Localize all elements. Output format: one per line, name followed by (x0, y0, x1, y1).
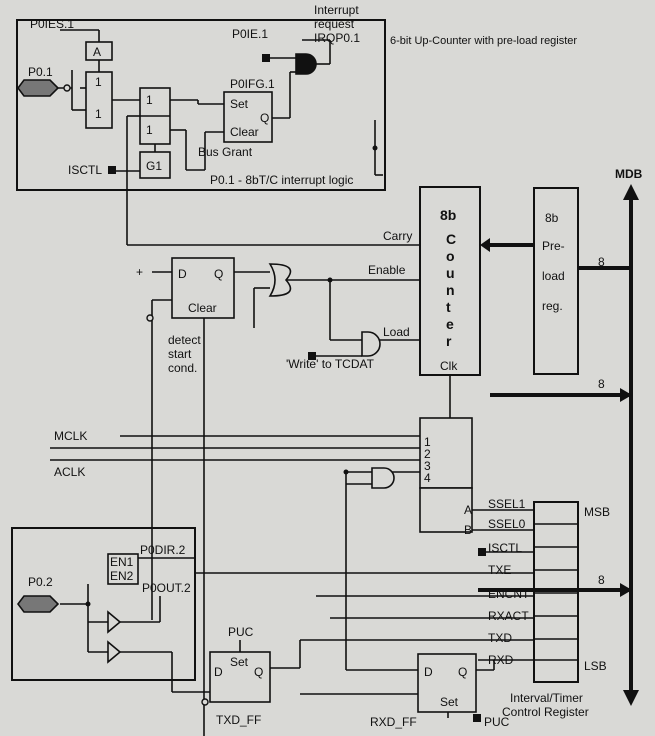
label-txd-set: Set (230, 655, 249, 669)
label-detect-1: detect (168, 333, 201, 347)
label-write-to: 'Write' to TCDAT (286, 357, 375, 371)
txd-bubble (201, 698, 209, 706)
label-rxd: RXD (488, 653, 514, 667)
label-carry: Carry (383, 229, 412, 243)
p01-pad (17, 79, 60, 97)
label-mclk: MCLK (54, 429, 87, 443)
p01-bubble (63, 84, 71, 92)
bus-arrows (480, 184, 639, 706)
label-preload-3: load (542, 269, 565, 283)
label-g1: G1 (146, 159, 162, 173)
p02-pad (17, 595, 60, 613)
label-ctrl-title-1: Interval/Timer (510, 691, 583, 705)
label-counter-o: o (446, 248, 455, 264)
label-bus8-c: 8 (598, 573, 605, 587)
terminals (85, 54, 486, 722)
label-detect-2: start (168, 347, 192, 361)
label-mux-a: A (93, 45, 101, 59)
label-counter-e: e (446, 316, 454, 332)
label-detect-3: cond. (168, 361, 197, 375)
labels: P0IES.1 A P0.1 P0IE.1 Interrupt request … (28, 3, 643, 729)
label-counter-8b: 8b (440, 207, 456, 223)
label-p0ies1: P0IES.1 (30, 17, 74, 31)
label-sel-b: B (464, 523, 472, 537)
label-p0ifg1: P0IFG.1 (230, 77, 275, 91)
label-counter-c: C (446, 231, 456, 247)
label-ff-clear: Clear (188, 301, 217, 315)
label-mux-in-1: 1 (424, 435, 431, 449)
label-rxd-set: Set (440, 695, 459, 709)
label-bus-grant: Bus Grant (198, 145, 253, 159)
label-p0out2: P0OUT.2 (142, 581, 191, 595)
label-counter-r: r (446, 333, 452, 349)
label-sel-a: A (464, 503, 472, 517)
label-p0ie1: P0IE.1 (232, 27, 268, 41)
start-bubble (146, 314, 154, 322)
bg-text-1: 6-bit Up-Counter with pre-load register (390, 35, 577, 47)
label-txd-ff: TXD_FF (216, 713, 261, 727)
label-mux-in-3: 3 (424, 459, 431, 473)
label-rxd-d: D (424, 665, 433, 679)
label-counter-n: n (446, 282, 455, 298)
label-lsb: LSB (584, 659, 607, 673)
label-load: Load (383, 325, 410, 339)
label-ssel1: SSEL1 (488, 497, 526, 511)
label-ssel0: SSEL0 (488, 517, 526, 531)
label-clk: Clk (440, 359, 458, 373)
label-p01: P0.1 (28, 65, 53, 79)
background-text: 6-bit Up-Counter with pre-load register (390, 35, 577, 47)
label-mdb: MDB (615, 167, 643, 181)
port-frame (11, 527, 196, 681)
interrupt-logic-frame (16, 19, 386, 191)
label-encnt: ENCNT (488, 587, 530, 601)
label-one-d: 1 (146, 123, 153, 137)
label-puc-top: PUC (228, 625, 254, 639)
label-p0dir2: P0DIR.2 (140, 543, 186, 557)
label-preload-4: reg. (542, 299, 563, 313)
label-puc-bottom: PUC (484, 715, 510, 729)
label-preload-1: 8b (545, 211, 559, 225)
label-txe: TXE (488, 563, 511, 577)
label-rxd-q: Q (458, 665, 467, 679)
label-aclk: ACLK (54, 465, 85, 479)
label-one-c: 1 (146, 93, 153, 107)
label-counter-t: t (446, 299, 451, 315)
label-en1: EN1 (110, 555, 134, 569)
label-p01-logic: P0.1 - 8bT/C interrupt logic (210, 173, 353, 187)
label-isctl-top: ISCTL (68, 163, 102, 177)
label-mux-in-4: 4 (424, 471, 431, 485)
label-en2: EN2 (110, 569, 134, 583)
label-bus8-a: 8 (598, 255, 605, 269)
label-plus: + (136, 265, 143, 279)
label-ff-d: D (178, 267, 187, 281)
label-ctrl-title-2: Control Register (502, 705, 589, 719)
label-txd-d: D (214, 665, 223, 679)
label-one-a: 1 (95, 75, 102, 89)
label-isctl: ISCTL (488, 541, 522, 555)
label-q-top: Q (260, 111, 269, 125)
label-set-top: Set (230, 97, 249, 111)
label-one-b: 1 (95, 107, 102, 121)
label-p02: P0.2 (28, 575, 53, 589)
label-txd-q: Q (254, 665, 263, 679)
label-rxact: RXACT (488, 609, 529, 623)
label-clear-top: Clear (230, 125, 259, 139)
label-irq2: request (314, 17, 355, 31)
label-rxd-ff: RXD_FF (370, 715, 417, 729)
label-bus8-b: 8 (598, 377, 605, 391)
label-msb: MSB (584, 505, 610, 519)
label-ff-q: Q (214, 267, 223, 281)
label-irq3: IRQP0.1 (314, 31, 360, 45)
wires (11, 19, 579, 736)
bus-lines (478, 200, 633, 690)
label-irq1: Interrupt (314, 3, 359, 17)
label-mux-in-2: 2 (424, 447, 431, 461)
label-preload-2: Pre- (542, 239, 565, 253)
label-counter-u: u (446, 265, 455, 281)
label-txd: TXD (488, 631, 512, 645)
label-enable: Enable (368, 263, 406, 277)
